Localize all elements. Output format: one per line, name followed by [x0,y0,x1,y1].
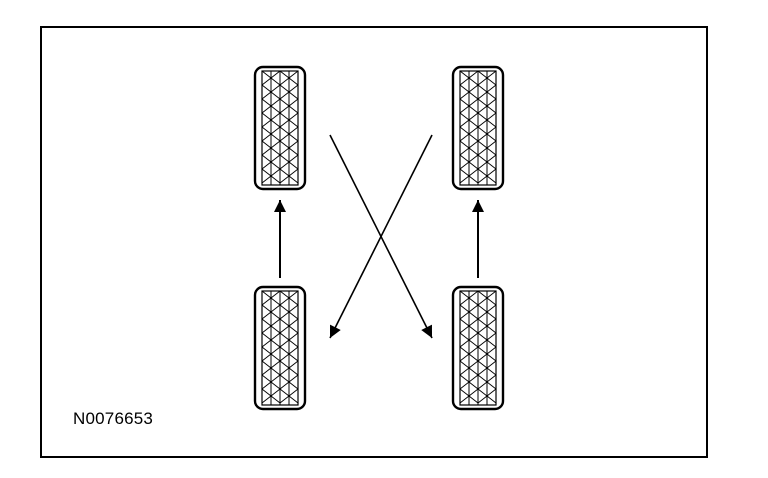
tire-left-rear [253,285,307,411]
tire-left-front [253,65,307,191]
arrow-right-front-to-left-rear [329,134,433,339]
tire-right-front [451,65,505,191]
diagram-frame [40,26,708,458]
figure-id-label: N0076653 [73,409,154,428]
tire-right-rear [451,285,505,411]
